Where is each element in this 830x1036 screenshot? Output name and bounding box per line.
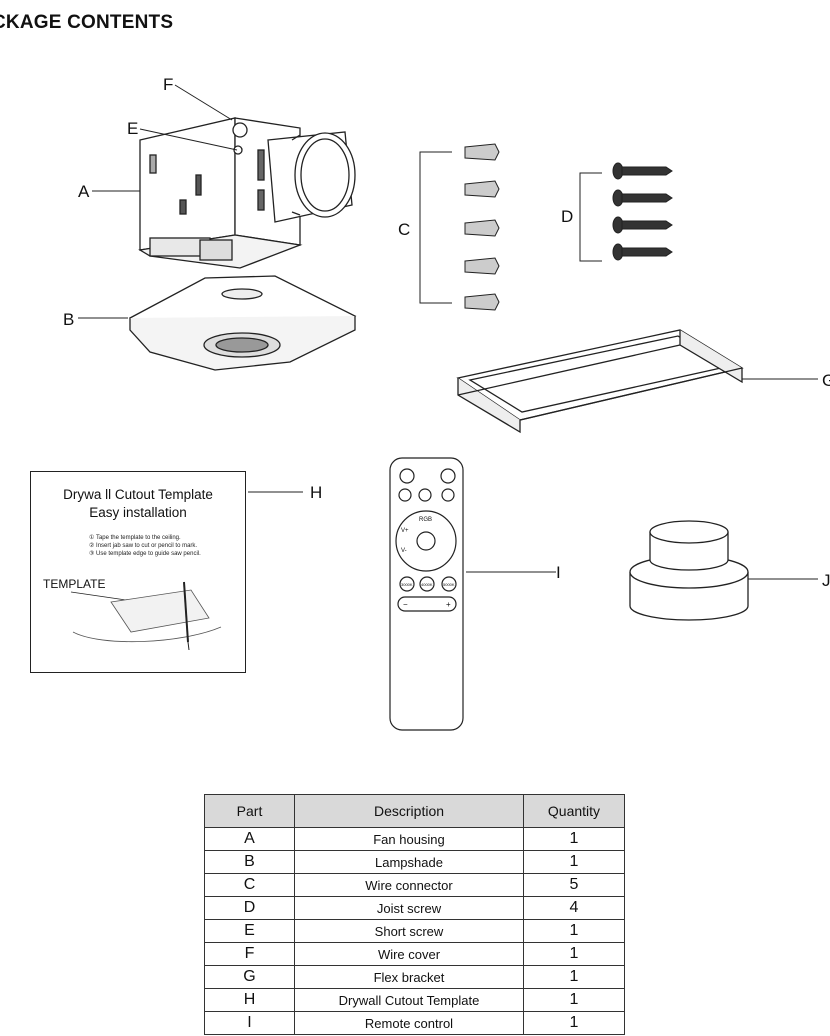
remote-control-drawing [389, 457, 464, 731]
svg-text:−: − [403, 600, 408, 609]
label-j: J [822, 571, 830, 590]
table-row: E Short screw 1 [204, 919, 625, 943]
label-h: H [310, 483, 322, 502]
header-part: Part [204, 794, 295, 828]
label-f: F [163, 75, 173, 94]
label-i: I [556, 563, 561, 582]
label-b: B [63, 310, 74, 329]
flex-bracket-drawing [456, 329, 744, 434]
parts-table: Part Description Quantity A Fan housing … [204, 794, 625, 1035]
svg-text:3000K: 3000K [401, 582, 413, 587]
lampshade-drawing [128, 275, 357, 371]
fan-housing-drawing [138, 117, 356, 269]
table-row: D Joist screw 4 [204, 896, 625, 920]
label-g: G [822, 371, 830, 390]
label-d: D [561, 207, 573, 226]
svg-text:RGB: RGB [419, 517, 432, 523]
svg-text:5000K: 5000K [443, 582, 455, 587]
header-description: Description [294, 794, 524, 828]
table-row: A Fan housing 1 [204, 827, 625, 851]
svg-text:+: + [446, 600, 451, 609]
table-row: F Wire cover 1 [204, 942, 625, 966]
table-row: G Flex bracket 1 [204, 965, 625, 989]
puck-drawing [629, 520, 749, 621]
label-c: C [398, 220, 410, 239]
table-row: I Remote control 1 [204, 1011, 625, 1035]
svg-text:V-: V- [401, 548, 407, 554]
template-sketch [70, 581, 222, 651]
wire-connectors-drawing [419, 143, 500, 311]
label-a: A [78, 182, 90, 201]
leader-lines [78, 84, 818, 580]
page-title: CKAGE CONTENTS [0, 12, 174, 33]
svg-text:4000K: 4000K [421, 582, 433, 587]
template-title: Drywa ll Cutout Template Easy installati… [63, 487, 213, 520]
parts-illustration: F E A B C D [63, 75, 830, 731]
drywall-template-card: Drywa ll Cutout Template Easy installati… [30, 471, 246, 673]
svg-text:V+: V+ [401, 528, 409, 534]
remote-labels: RGB V+ V- 3000K 4000K 5000K − + [401, 517, 455, 609]
template-word: TEMPLATE [43, 577, 106, 591]
header-quantity: Quantity [523, 794, 625, 828]
label-e: E [127, 119, 138, 138]
joist-screws-drawing [579, 162, 673, 262]
table-header-row: Part Description Quantity [204, 794, 625, 828]
template-steps: ① Tape the template to the ceiling. ② In… [89, 535, 201, 557]
table-row: H Drywall Cutout Template 1 [204, 988, 625, 1012]
table-row: B Lampshade 1 [204, 850, 625, 874]
table-row: C Wire connector 5 [204, 873, 625, 897]
